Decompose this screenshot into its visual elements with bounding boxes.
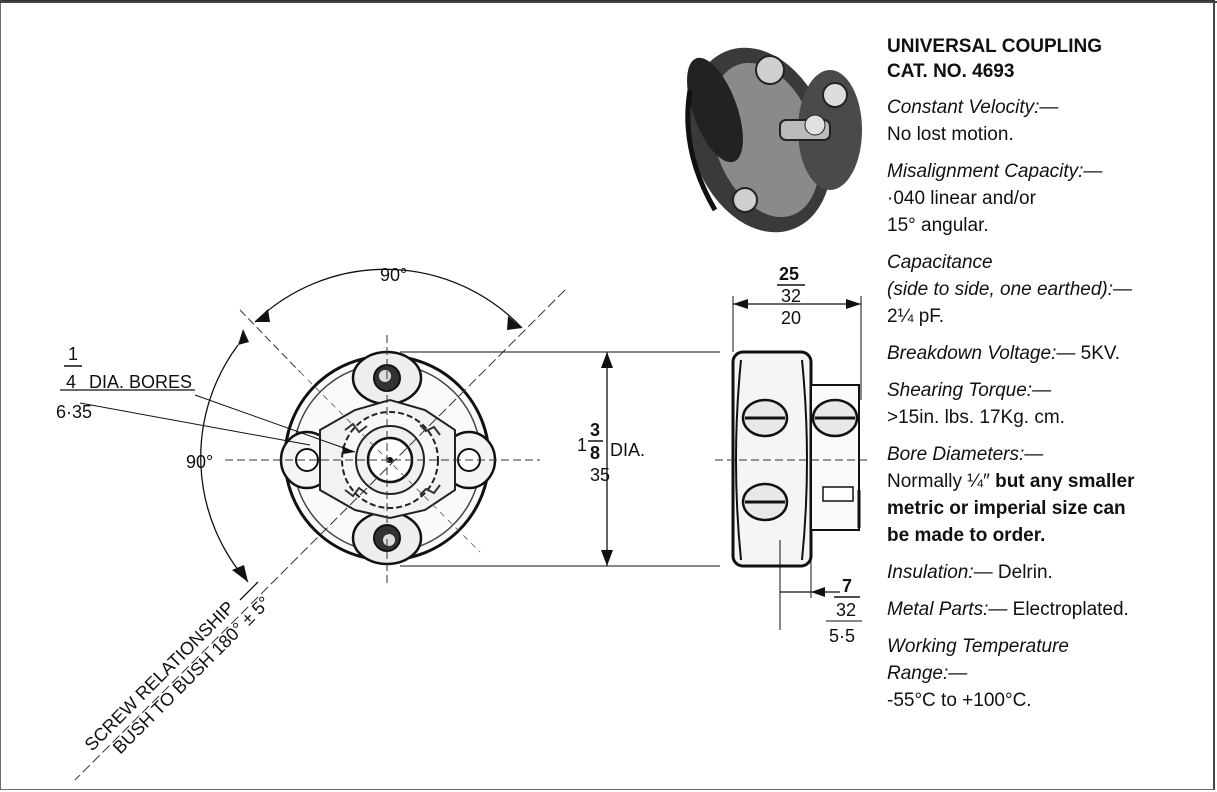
screw-relationship-note: SCREW RELATIONSHIP BUSH TO BUSH 180° ± 5… — [81, 592, 275, 757]
width-dimension — [732, 296, 862, 400]
coupling-photo — [685, 47, 862, 233]
angle-arcs — [200, 268, 523, 601]
side-view — [715, 350, 870, 568]
title-line1: UNIVERSAL COUPLING — [887, 36, 1103, 57]
offset-num: 7 — [842, 576, 852, 596]
bore-fraction-den: 4 — [66, 372, 76, 392]
spec-constant-velocity: Constant Velocity:— No lost motion. — [887, 97, 1059, 145]
angle-left-label: 90° — [186, 452, 213, 472]
product-title: UNIVERSAL COUPLING CAT. NO. 4693 — [887, 34, 1207, 84]
offset-den: 32 — [836, 600, 856, 620]
spec-metal: Metal Parts:— Electroplated. — [887, 599, 1129, 620]
dia-label: DIA. — [610, 440, 645, 460]
bore-leader — [60, 389, 356, 454]
spec-misalignment: Misalignment Capacity:— ·040 linear and/… — [887, 161, 1103, 236]
spec-insulation: Insulation:— Delrin. — [887, 562, 1053, 583]
spec-shearing: Shearing Torque:— >15in. lbs. 17Kg. cm. — [887, 380, 1065, 428]
dia-mm: 35 — [590, 465, 610, 485]
screw-line1: SCREW RELATIONSHIP — [81, 597, 238, 754]
dia-den: 8 — [590, 443, 600, 463]
title-line2: CAT. NO. 4693 — [887, 61, 1015, 82]
bore-label: DIA. BORES — [89, 372, 192, 392]
offset-mm: 5·5 — [829, 626, 855, 646]
dia-num: 3 — [590, 420, 600, 440]
bore-mm: 6·35 — [56, 402, 92, 422]
bore-fraction-num: 1 — [68, 344, 78, 364]
screw-line2: BUSH TO BUSH 180° ± 5° — [109, 592, 274, 757]
angle-top-label: 90° — [380, 265, 407, 285]
width-mm: 20 — [781, 308, 801, 328]
specifications: UNIVERSAL COUPLING CAT. NO. 4693 Constan… — [887, 34, 1207, 714]
front-view — [74, 289, 566, 781]
width-num: 25 — [779, 264, 799, 284]
spec-breakdown: Breakdown Voltage:— 5KV. — [887, 343, 1121, 364]
spec-bore: Bore Diameters:— Normally ¼″ but any sma… — [887, 444, 1135, 546]
spec-temperature: Working Temperature Range:— -55°C to +10… — [887, 636, 1069, 711]
offset-dimension — [779, 540, 840, 630]
width-den: 32 — [781, 286, 801, 306]
spec-capacitance: Capacitance (side to side, one earthed):… — [887, 252, 1133, 327]
diameter-dimension — [400, 351, 720, 567]
dia-whole: 1 — [577, 435, 587, 455]
